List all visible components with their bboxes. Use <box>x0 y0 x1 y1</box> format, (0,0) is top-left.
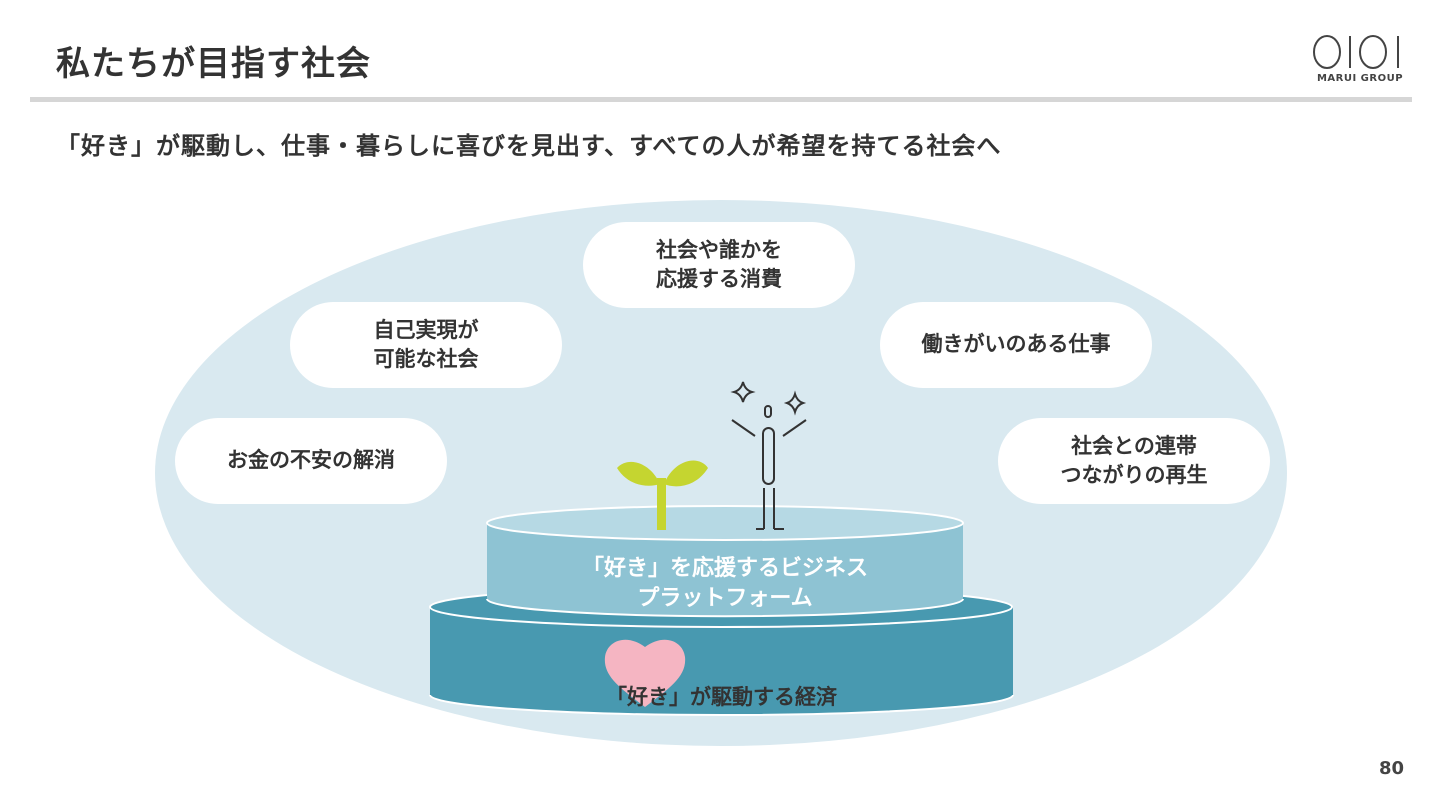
bubble-self-realization: 自己実現が 可能な社会 <box>290 302 562 388</box>
bubble-support-consumption: 社会や誰かを 応援する消費 <box>583 222 855 308</box>
upper-tier-label: 「好き」を応援するビジネス プラットフォーム <box>500 554 950 613</box>
economy-label: が駆動する経済 <box>690 685 837 709</box>
page-number: 80 <box>1379 758 1404 779</box>
bubble-money-anxiety: お金の不安の解消 <box>175 418 447 504</box>
bubble-rewarding-work: 働きがいのある仕事 <box>880 302 1152 388</box>
lower-tier-label: 「好き」が駆動する経済 <box>540 655 900 712</box>
bubble-social-connection: 社会との連帯 つながりの再生 <box>998 418 1270 504</box>
heart-label: 「好き」 <box>606 685 690 709</box>
